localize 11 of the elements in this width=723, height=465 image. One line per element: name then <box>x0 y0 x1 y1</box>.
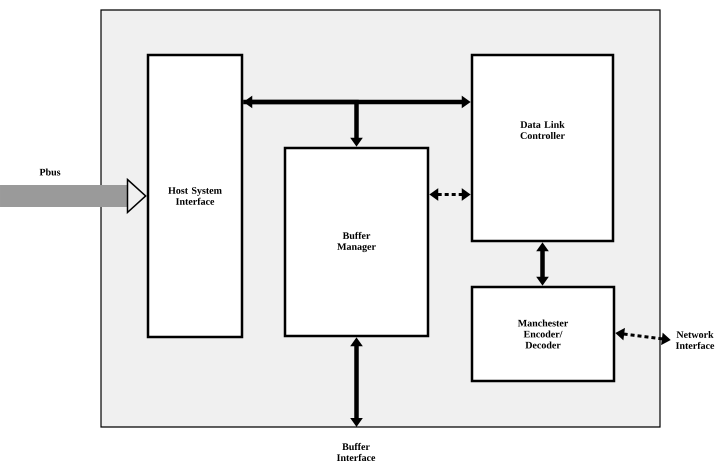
port-label: Network Interface <box>676 330 714 349</box>
port-label: Buffer Interface <box>336 442 376 462</box>
block-box <box>146 54 244 338</box>
block-box <box>284 146 430 338</box>
block-label: Host System Interface <box>168 187 222 205</box>
block-label: Manchester Encoder/ Decoder <box>518 319 568 348</box>
block-label: Data Link Controller <box>520 120 565 139</box>
block-box <box>470 286 616 382</box>
block-label: Buffer Manager <box>337 232 376 252</box>
block-box <box>470 54 614 242</box>
edge-label: Pbus <box>40 168 60 176</box>
